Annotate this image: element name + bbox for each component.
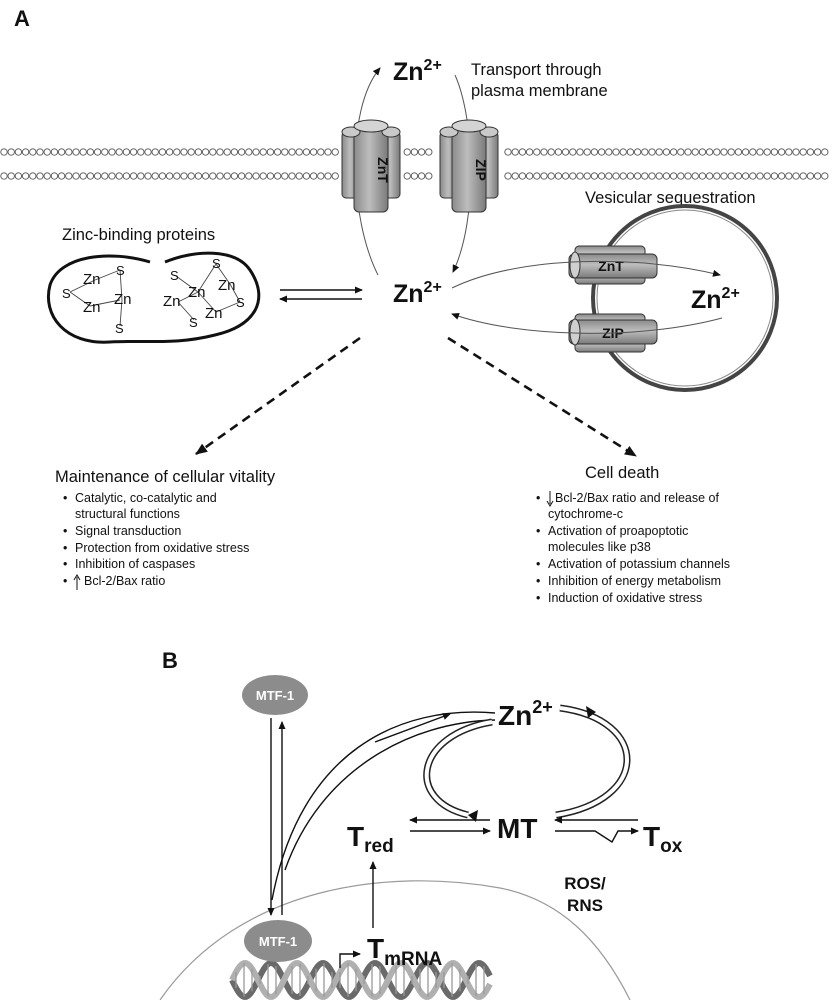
- mt-to-tox-arrow: [555, 827, 639, 843]
- promoter-arrow: [339, 950, 361, 968]
- death-item: Activation of potassium channels: [548, 557, 730, 571]
- vesicular-caption: Vesicular sequestration: [585, 189, 756, 207]
- protein-zinc-atom: Zn: [218, 277, 236, 294]
- znt-plasma-transporter: ZnT: [341, 119, 401, 213]
- vitality-item: Protection from oxidative stress: [75, 541, 249, 555]
- zn-extracellular-label: Zn2+: [393, 57, 442, 86]
- transport-caption-line1: Transport through: [471, 61, 602, 79]
- vesicle-uptake-arrow: [451, 260, 721, 289]
- nuclear-envelope: [159, 880, 631, 1000]
- zn-cytosolic-label: Zn2+: [393, 279, 442, 308]
- protein-sulfur-atom: S: [212, 256, 221, 271]
- protein-sulfur-atom: S: [170, 268, 179, 283]
- cell-death-heading: Cell death: [585, 464, 659, 482]
- mtf1-bottom-label: MTF-1: [259, 934, 297, 949]
- vitality-item: Catalytic, co-catalytic and: [75, 491, 217, 505]
- protein-sulfur-atom: S: [62, 286, 71, 301]
- down-arrow-icon: [546, 491, 554, 507]
- zip-vesicular-transporter: ZIP: [568, 313, 658, 353]
- vitality-item: Bcl-2/Bax ratio: [84, 574, 165, 588]
- zn-mtf1-curve-outer: [271, 711, 496, 901]
- vitality-item: structural functions: [75, 507, 180, 521]
- svg-text:•: •: [63, 557, 67, 571]
- protein-sulfur-atom: S: [116, 263, 125, 278]
- svg-text:•: •: [63, 491, 67, 505]
- zn-vesicular-label: Zn2+: [691, 285, 740, 314]
- vitality-item: Inhibition of caspases: [75, 557, 195, 571]
- death-item: Induction of oxidative stress: [548, 591, 702, 605]
- vitality-bullet-list: • Catalytic, co-catalytic and structural…: [63, 491, 249, 590]
- ros-label-line2: RNS: [567, 896, 603, 915]
- protein-zinc-atom: Zn: [188, 284, 206, 301]
- transport-caption-line2: plasma membrane: [471, 82, 608, 100]
- mtf1-nuclear: MTF-1: [244, 920, 312, 962]
- protein-zinc-atom: Zn: [83, 271, 101, 288]
- death-item: molecules like p38: [548, 540, 651, 554]
- death-dashed-arrow: [447, 336, 637, 458]
- svg-text:•: •: [536, 574, 540, 588]
- svg-text:•: •: [63, 574, 67, 588]
- death-item: Bcl-2/Bax ratio and release of: [555, 491, 720, 505]
- zinc-binding-caption: Zinc-binding proteins: [62, 226, 215, 244]
- protein-zinc-atom: Zn: [114, 291, 132, 308]
- cell-death-bullet-list: • Bcl-2/Bax ratio and release of cytochr…: [536, 491, 730, 605]
- death-item: cytochrome-c: [548, 507, 623, 521]
- zip-plasma-transporter: ZIP: [439, 119, 499, 213]
- panel-a-label: A: [14, 6, 30, 31]
- t-mrna-label: TmRNA: [367, 933, 442, 970]
- death-item: Activation of proapoptotic: [548, 524, 688, 538]
- svg-text:•: •: [536, 557, 540, 571]
- protein-sulfur-atom: S: [236, 295, 245, 310]
- b-zn-label: Zn2+: [498, 697, 553, 731]
- mtf1-cytoplasmic: MTF-1: [242, 675, 308, 715]
- ros-label-line1: ROS/: [564, 874, 606, 893]
- svg-text:•: •: [536, 524, 540, 538]
- panel-b-label: B: [162, 648, 178, 673]
- vesicle: [591, 204, 779, 392]
- vitality-heading: Maintenance of cellular vitality: [55, 468, 276, 486]
- mt-label: MT: [497, 813, 537, 844]
- zip-plasma-label: ZIP: [473, 159, 489, 181]
- protein-sulfur-atom: S: [115, 321, 124, 336]
- protein-zinc-atom: Zn: [83, 299, 101, 316]
- znt-plasma-label: ZnT: [375, 157, 391, 183]
- vesicle-release-arrow: [451, 313, 723, 334]
- death-item: Inhibition of energy metabolism: [548, 574, 721, 588]
- zn-mt-loop-right: [555, 704, 631, 819]
- vitality-item: Signal transduction: [75, 524, 181, 538]
- t-ox-label: Tox: [643, 821, 683, 857]
- protein-sulfur-atom: S: [189, 315, 198, 330]
- svg-text:•: •: [63, 524, 67, 538]
- zn-from-mt-arrow: [374, 713, 451, 743]
- znt-vesicular-transporter: ZnT: [568, 245, 658, 285]
- up-arrow-icon: [73, 574, 81, 590]
- svg-text:•: •: [536, 491, 540, 505]
- dna-helix: [229, 960, 493, 1000]
- zn-mtf1-curve-inner: [284, 719, 496, 871]
- svg-text:•: •: [63, 541, 67, 555]
- plasma-membrane: [0, 148, 829, 180]
- svg-text:•: •: [536, 591, 540, 605]
- mtf1-top-label: MTF-1: [256, 688, 294, 703]
- t-red-label: Tred: [347, 821, 394, 857]
- protein-zinc-atom: Zn: [163, 293, 181, 310]
- protein-zinc-atom: Zn: [205, 305, 223, 322]
- vitality-dashed-arrow: [195, 336, 361, 456]
- znt-vesicular-label: ZnT: [598, 258, 624, 274]
